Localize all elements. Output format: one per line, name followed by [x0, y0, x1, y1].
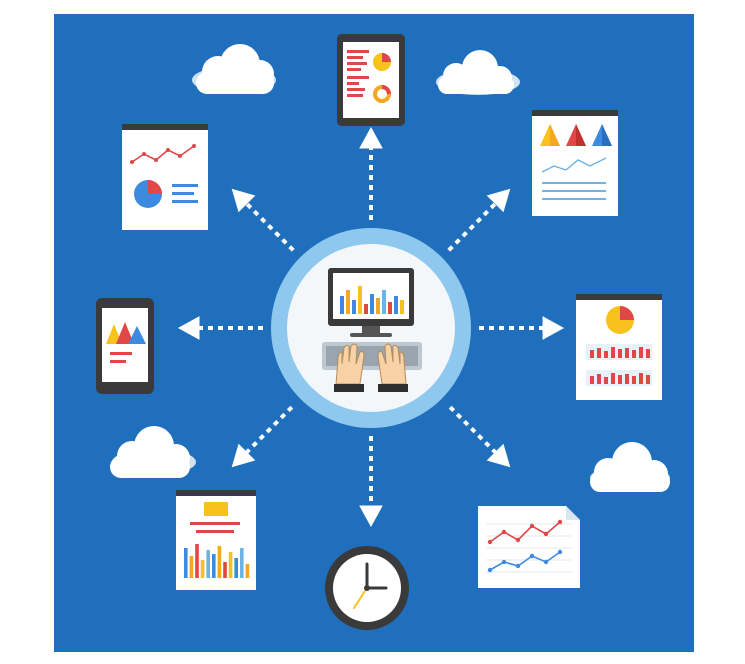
strip-bar	[639, 373, 643, 384]
strip-bar	[597, 348, 601, 358]
doc-bar	[228, 552, 233, 578]
strip-bar	[597, 374, 601, 384]
strip-bar	[632, 376, 636, 384]
strip-bar	[625, 374, 629, 384]
doc-bar	[206, 550, 210, 578]
dotted-arrow	[447, 188, 511, 252]
strip-bar	[604, 351, 608, 358]
document-pie-chart-icon	[122, 124, 208, 230]
strip-bar	[590, 350, 594, 358]
cloud-icon	[192, 44, 276, 94]
arrows	[177, 126, 565, 528]
strip-bar	[590, 376, 594, 384]
clock-icon	[325, 546, 409, 630]
dotted-arrow	[177, 316, 263, 340]
dotted-arrow	[359, 436, 383, 528]
strip-bar	[618, 349, 622, 358]
doc-bar	[195, 544, 199, 578]
document-bar-chart-icon	[176, 490, 256, 590]
computer-keyboard-hands-icon	[271, 228, 471, 428]
dotted-arrow	[448, 405, 511, 468]
dotted-arrow	[231, 405, 294, 468]
document-triangle-chart-icon	[532, 110, 618, 216]
strip-bar	[646, 349, 650, 358]
phone-chart-icon	[96, 298, 154, 394]
doc-bar	[212, 554, 216, 578]
monitor-bar-chart	[340, 286, 404, 314]
strip-bar	[611, 347, 615, 358]
document-bar-strips-icon	[576, 294, 662, 400]
right-hand	[377, 343, 408, 392]
cloud-icon	[110, 426, 196, 478]
doc-bar	[223, 562, 227, 578]
dotted-arrow	[479, 316, 565, 340]
strip-bar	[639, 347, 643, 358]
doc-bar	[234, 558, 238, 578]
strip-bar	[646, 375, 650, 384]
doc-bar	[189, 556, 194, 578]
left-hand	[334, 343, 365, 392]
dotted-arrow	[359, 126, 383, 220]
doc-bar	[245, 564, 250, 578]
doc-bar	[217, 546, 222, 578]
tablet-report-icon	[337, 34, 405, 126]
cloud-icon	[590, 442, 670, 492]
strip-bar	[604, 377, 608, 384]
doc-bar	[240, 548, 244, 578]
dotted-arrow	[231, 188, 295, 252]
strip-bar	[618, 375, 622, 384]
cloud-icon	[436, 50, 520, 95]
strip-bar	[611, 373, 615, 384]
doc-bar	[184, 548, 188, 578]
strip-bar	[632, 350, 636, 358]
strip-bar	[625, 348, 629, 358]
document-line-chart-icon	[478, 506, 580, 588]
doc-bar	[200, 560, 205, 578]
